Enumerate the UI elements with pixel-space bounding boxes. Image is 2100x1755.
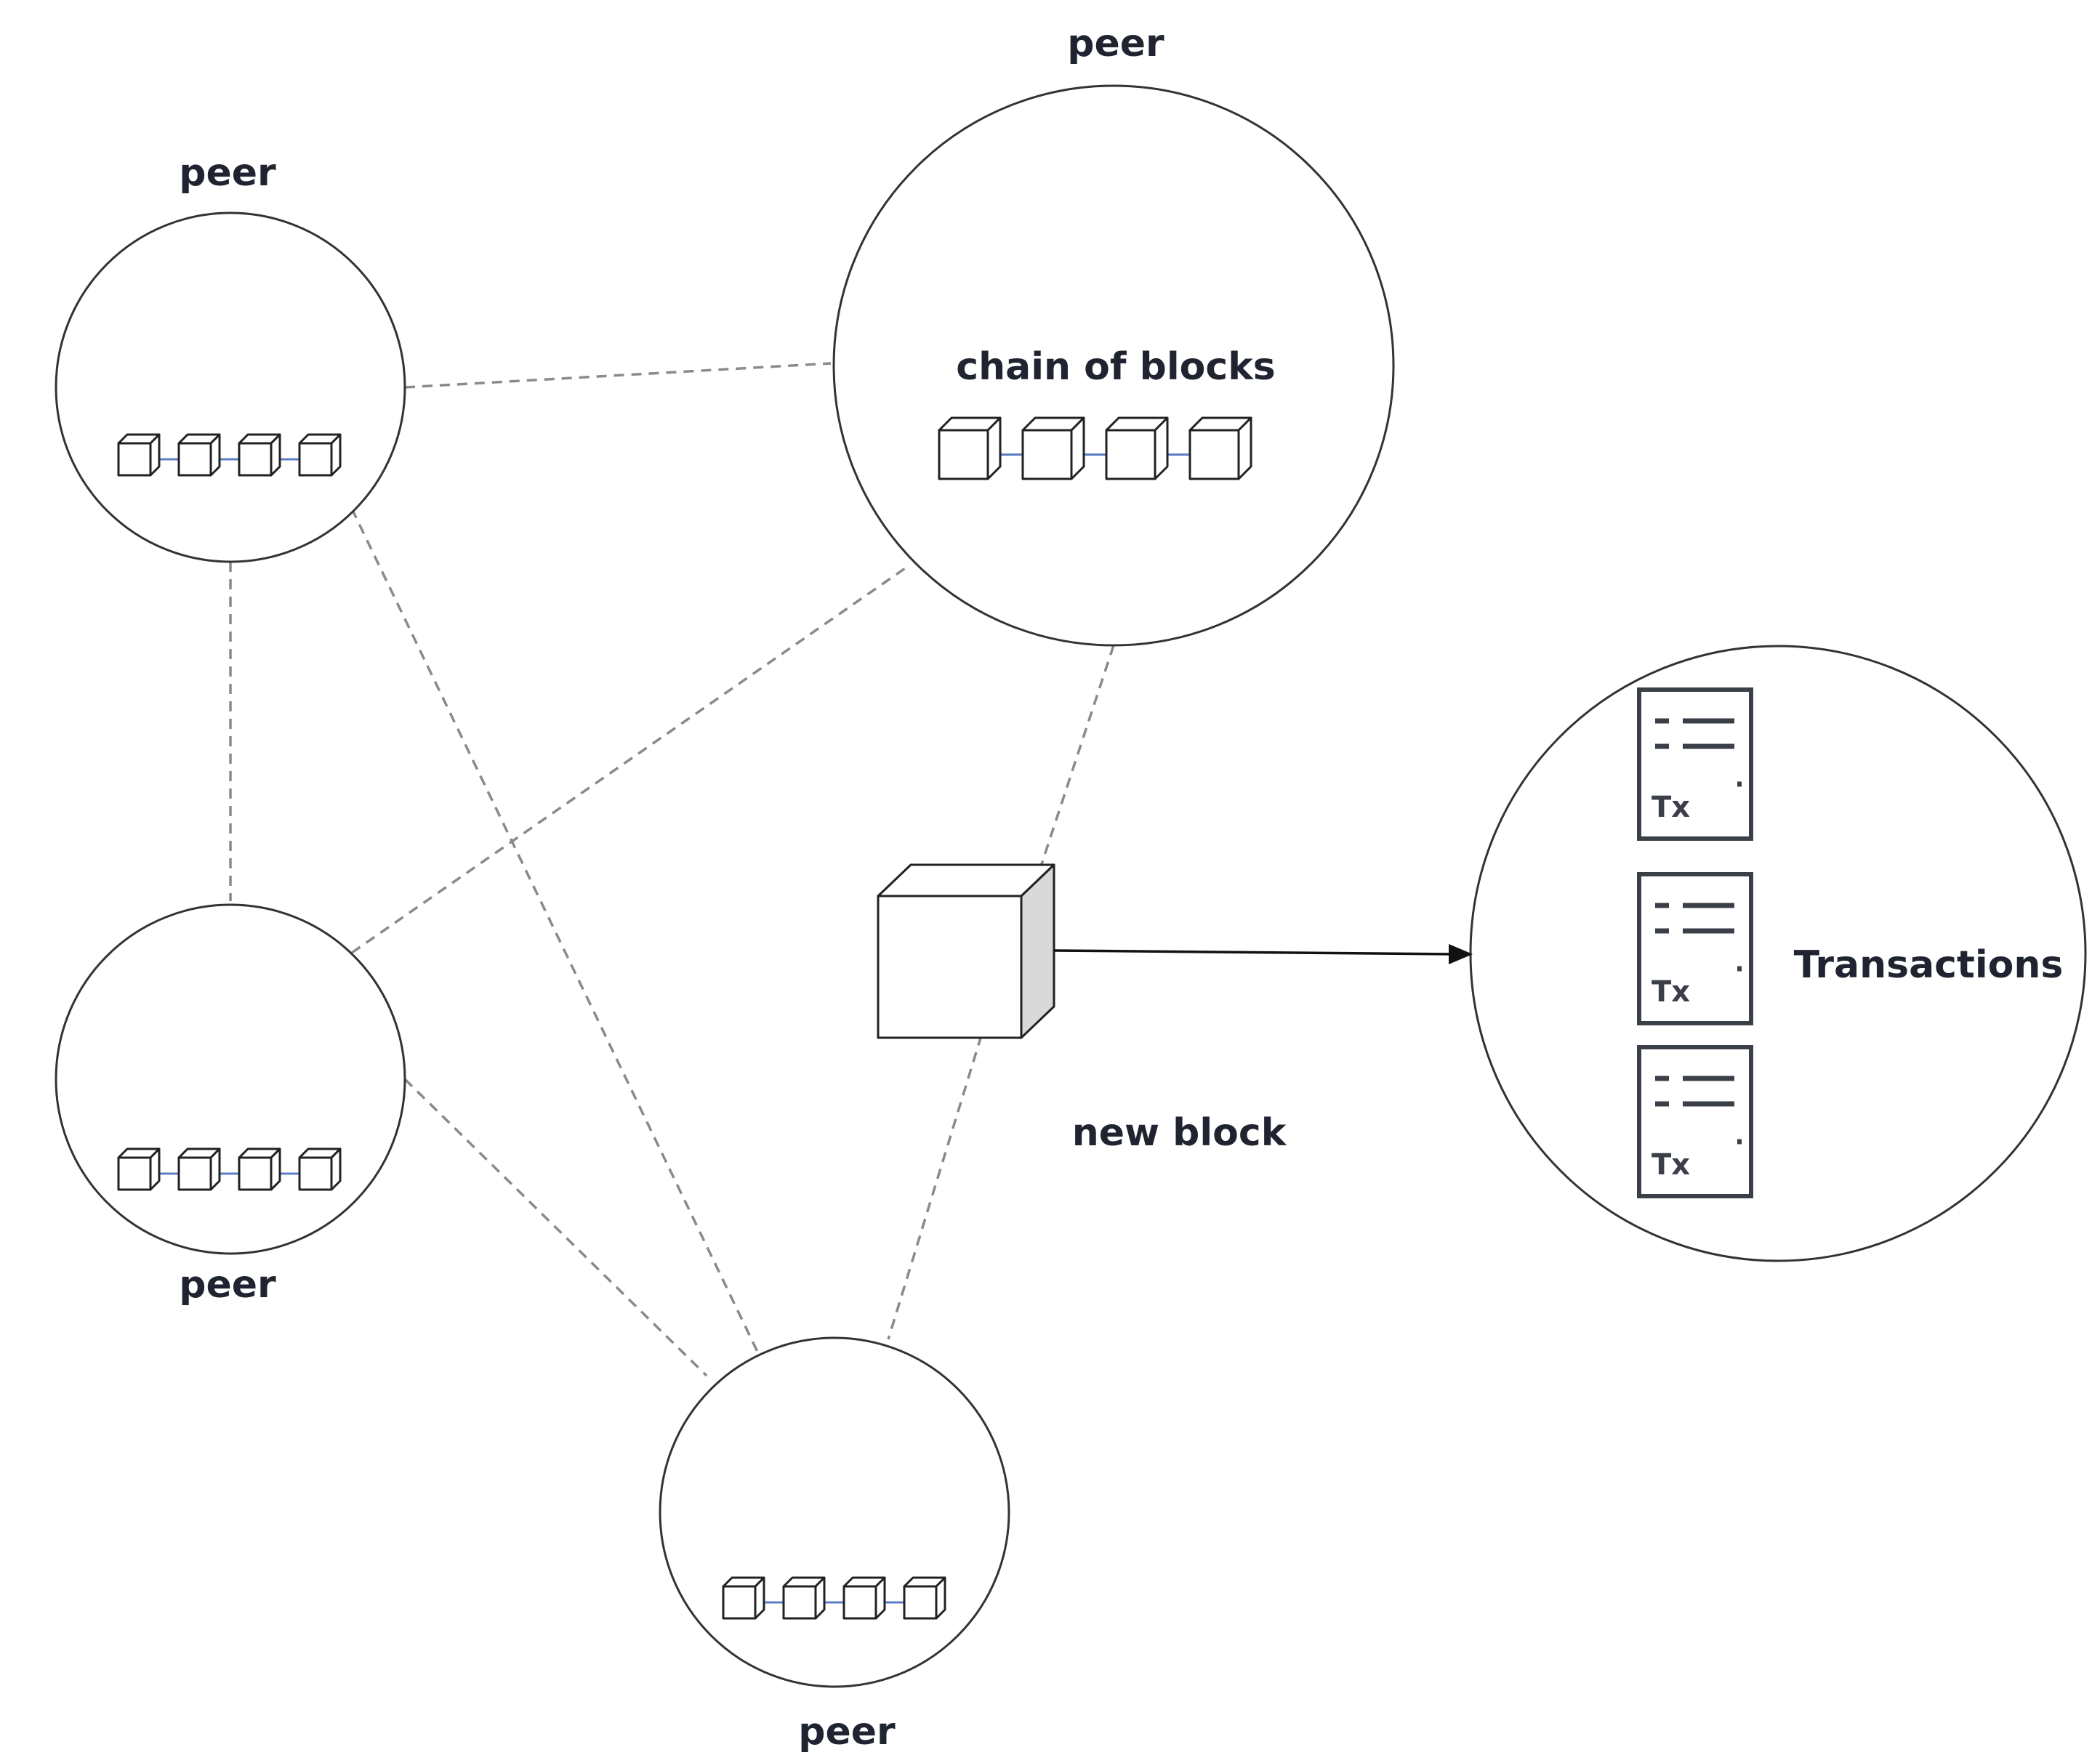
arrow-to-transactions — [1053, 944, 1473, 964]
tx-label: Tx — [1652, 791, 1690, 824]
transaction-document-icon: Tx — [1637, 872, 1753, 1025]
tx-label: Tx — [1652, 1148, 1690, 1182]
block-cube — [177, 433, 221, 477]
peer-node-top-right — [832, 84, 1395, 647]
new-block-label: new block — [1072, 1111, 1287, 1155]
peer-label-mid-left: peer — [179, 1263, 276, 1307]
block-cube — [238, 433, 281, 477]
block-cube — [903, 1576, 946, 1620]
peer-node-mid-left — [55, 903, 406, 1255]
tx-label: Tx — [1652, 975, 1690, 1009]
peer-label-top-right: peer — [1067, 22, 1164, 65]
block-cube — [1105, 416, 1169, 480]
blockchain-top-right — [938, 416, 1252, 480]
peer-node-bottom — [659, 1336, 1010, 1688]
link-topleft-topright — [404, 362, 832, 389]
block-cube — [782, 1576, 826, 1620]
transaction-document-icon: Tx — [1637, 687, 1753, 841]
link-newblock-bottom — [887, 1035, 983, 1340]
block-cube — [117, 1147, 161, 1191]
block-cube — [238, 1147, 281, 1191]
block-cube — [177, 1147, 221, 1191]
transaction-document-icon: Tx — [1637, 1045, 1753, 1198]
peer-label-bottom: peer — [798, 1710, 896, 1754]
peer-connections — [229, 362, 1115, 1377]
blockchain-bottom — [722, 1576, 946, 1620]
block-cube — [117, 433, 161, 477]
block-cube — [1021, 416, 1085, 480]
link-midleft-bottom — [403, 1078, 708, 1377]
peer-node-top-left — [55, 211, 406, 563]
block-cube — [298, 433, 342, 477]
transactions-label: Transactions — [1794, 943, 2064, 987]
link-topright-newblock — [1039, 645, 1115, 867]
block-cube — [842, 1576, 886, 1620]
new-block-icon — [877, 863, 1055, 1039]
block-cube — [722, 1576, 765, 1620]
block-cube — [1188, 416, 1252, 480]
link-midleft-topright — [351, 565, 908, 954]
peer-label-top-left: peer — [179, 151, 276, 195]
block-cube — [298, 1147, 342, 1191]
chain-of-blocks-label: chain of blocks — [956, 345, 1275, 389]
blockchain-mid-left — [117, 1147, 342, 1191]
block-cube — [938, 416, 1002, 480]
blockchain-top-left — [117, 433, 342, 477]
